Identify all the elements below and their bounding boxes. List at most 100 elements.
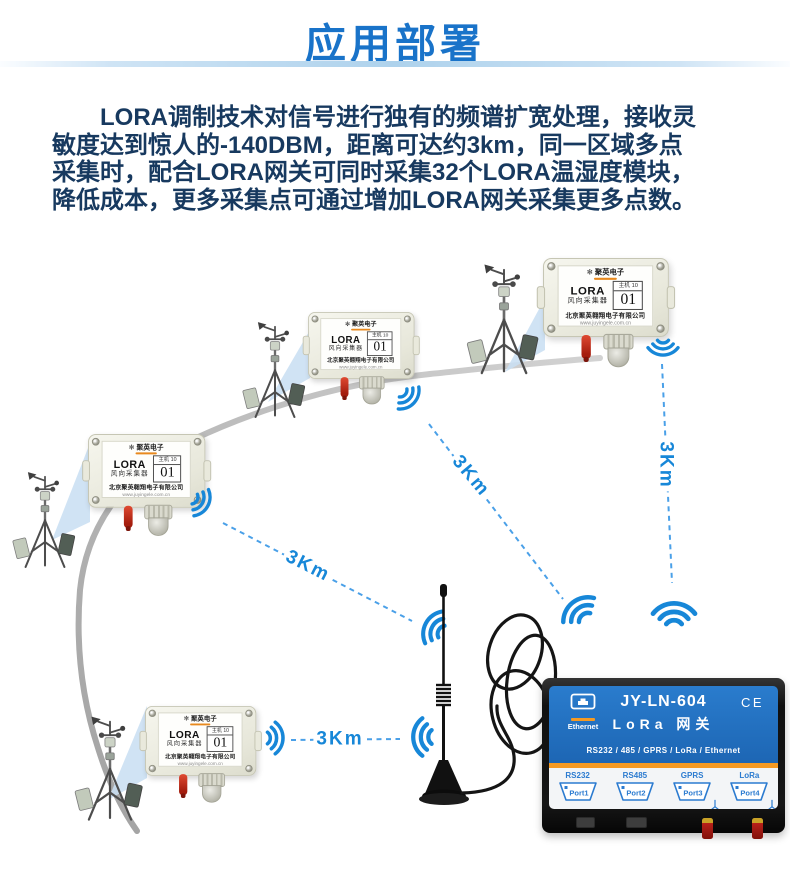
host-id-box: 主机 10 01	[367, 331, 393, 356]
mounting-ear	[302, 335, 310, 356]
brand-logo-icon: ✻	[345, 321, 351, 328]
website-url: www.juyingele.com.cn	[122, 492, 171, 499]
brand-name: 聚英电子	[190, 716, 217, 723]
screw-icon	[311, 368, 319, 376]
cable-gland	[359, 376, 385, 405]
host-id: 01	[620, 291, 637, 308]
device-label: ✻聚英电子 LORA 风向采集器 主机 10 01 北京聚英翱翔电子有限公司 w…	[157, 712, 243, 767]
screw-icon	[311, 315, 319, 323]
brand-slogan-bar	[593, 277, 617, 280]
brand-logo-icon: ✻	[183, 716, 190, 723]
wifi-signal-icon	[653, 603, 695, 624]
lora-collector-device: ✻聚英电子 LORA 风向采集器 主机 10 01 北京聚英翱翔电子有限公司 w…	[82, 434, 212, 536]
mounting-ear	[254, 730, 262, 752]
device-label: ✻聚英电子 LORA 风向采集器 主机 10 01 北京聚英翱翔电子有限公司 w…	[320, 318, 402, 371]
screw-icon	[656, 324, 665, 333]
lora-antenna-icon	[581, 334, 591, 363]
intro-line: 采集时，配合LORA网关可同时采集32个LORA温湿度模块，	[52, 159, 695, 186]
screw-icon	[403, 368, 411, 376]
device-label: ✻聚英电子 LORA 风向采集器 主机 10 01 北京聚英翱翔电子有限公司 w…	[557, 265, 654, 327]
svg-text:Port4: Port4	[741, 789, 761, 798]
lora-antenna-icon	[179, 774, 188, 798]
cable-gland	[603, 333, 634, 368]
orange-stripe	[549, 763, 778, 768]
product-name: LORA	[570, 285, 605, 298]
mounting-ear	[666, 286, 676, 309]
weather-station-tripod	[241, 320, 307, 419]
antenna-icon	[768, 799, 776, 809]
company-name: 北京聚英翱翔电子有限公司	[109, 484, 184, 492]
screw-icon	[91, 437, 100, 446]
brand-slogan-bar	[351, 328, 371, 331]
weather-station-tripod	[465, 263, 540, 375]
host-label: 主机 10	[208, 727, 233, 736]
product-name: LORA	[169, 729, 200, 741]
screw-icon	[193, 496, 202, 504]
brand-logo-icon: ✻	[586, 269, 593, 277]
product-subname: 风向采集器	[166, 740, 203, 748]
lora-collector-device: ✻聚英电子 LORA 风向采集器 主机 10 01 北京聚英翱翔电子有限公司 w…	[139, 706, 262, 803]
intro-line: LORA调制技术对信号进行独有的频谱扩宽处理，接收灵	[100, 104, 696, 131]
whip-antenna	[419, 584, 469, 805]
db9-connector-icon: Port1	[558, 782, 597, 801]
wifi-signal-icon	[391, 380, 426, 416]
brand-slogan-bar	[190, 723, 211, 726]
wifi-signal-icon	[265, 720, 285, 756]
host-id-box: 主机 10 01	[613, 280, 644, 310]
db9-connector-icon: Port3	[673, 782, 711, 801]
screw-icon	[656, 262, 665, 271]
screw-icon	[245, 709, 253, 718]
mounting-ear	[139, 730, 147, 752]
host-label: 主机 10	[614, 282, 643, 292]
intro-paragraph: LORA调制技术对信号进行独有的频谱扩宽处理，接收灵 敏度达到惊人的-140DB…	[52, 104, 752, 214]
gateway-front-panel: Ethernet JY-LN-604 LoRa 网关 CE RS232 / 48…	[549, 686, 778, 809]
lora-collector-device: ✻聚英电子 LORA 风向采集器 主机 10 01 北京聚英翱翔电子有限公司 w…	[302, 312, 420, 405]
product-subname: 风向采集器	[567, 297, 608, 305]
svg-text:Port1: Port1	[569, 789, 588, 798]
intro-line: 敏度达到惊人的-140DBM，距离可达约3km，同一区域多点	[52, 131, 683, 159]
sma-antenna-connector	[752, 818, 763, 839]
company-name: 北京聚英翱翔电子有限公司	[164, 753, 236, 761]
product-subname: 风向采集器	[328, 345, 363, 352]
cable-gland	[198, 773, 226, 803]
lora-antenna-icon	[340, 377, 349, 400]
host-label: 主机 10	[154, 456, 181, 466]
brand-name: 聚英电子	[351, 321, 377, 328]
sma-antenna-connector	[702, 818, 713, 839]
website-url: www.juyingele.com.cn	[177, 761, 223, 767]
product-subname: 风向采集器	[110, 470, 149, 478]
company-name: 北京聚英翱翔电子有限公司	[565, 312, 646, 320]
wifi-signal-icon	[646, 338, 680, 357]
lora-collector-device: ✻聚英电子 LORA 风向采集器 主机 10 01 北京聚英翱翔电子有限公司 w…	[536, 258, 676, 368]
intro-line: 降低成本，更多采集点可通过增加LORA网关采集更多点数。	[52, 186, 696, 214]
gateway-port-lora: LoRa Port4	[721, 771, 778, 809]
screw-icon	[245, 764, 253, 773]
cable-gland	[144, 504, 173, 536]
website-url: www.juyingele.com.cn	[339, 364, 383, 371]
screw-icon	[547, 324, 556, 333]
distance-label: 3Km	[279, 544, 337, 588]
lora-antenna-icon	[123, 505, 133, 532]
device-label: ✻聚英电子 LORA 风向采集器 主机 10 01 北京聚英翱翔电子有限公司 w…	[101, 440, 191, 499]
antenna-icon	[710, 799, 719, 809]
screw-icon	[91, 496, 100, 504]
host-id-box: 主机 10 01	[153, 455, 182, 483]
mounting-ear	[203, 460, 212, 482]
wifi-signal-icon	[417, 607, 450, 647]
distance-label: 3Km	[655, 438, 677, 492]
mounting-ear	[536, 286, 546, 309]
product-name: LORA	[331, 334, 361, 346]
screw-icon	[193, 437, 202, 446]
gateway-port-gprs: GPRS Port3	[664, 771, 721, 809]
svg-text:Port3: Port3	[684, 789, 703, 798]
brand-logo-icon: ✻	[128, 444, 135, 452]
product-name: LORA	[113, 459, 146, 471]
website-url: www.juyingele.com.cn	[579, 320, 631, 327]
brand-name: 聚英电子	[594, 269, 625, 277]
db9-connector-icon: Port2	[616, 782, 654, 801]
db9-connector-icon: Port4	[730, 782, 769, 801]
ce-mark: CE	[740, 695, 764, 710]
title-divider	[0, 61, 790, 67]
svg-text:Port2: Port2	[626, 789, 645, 798]
